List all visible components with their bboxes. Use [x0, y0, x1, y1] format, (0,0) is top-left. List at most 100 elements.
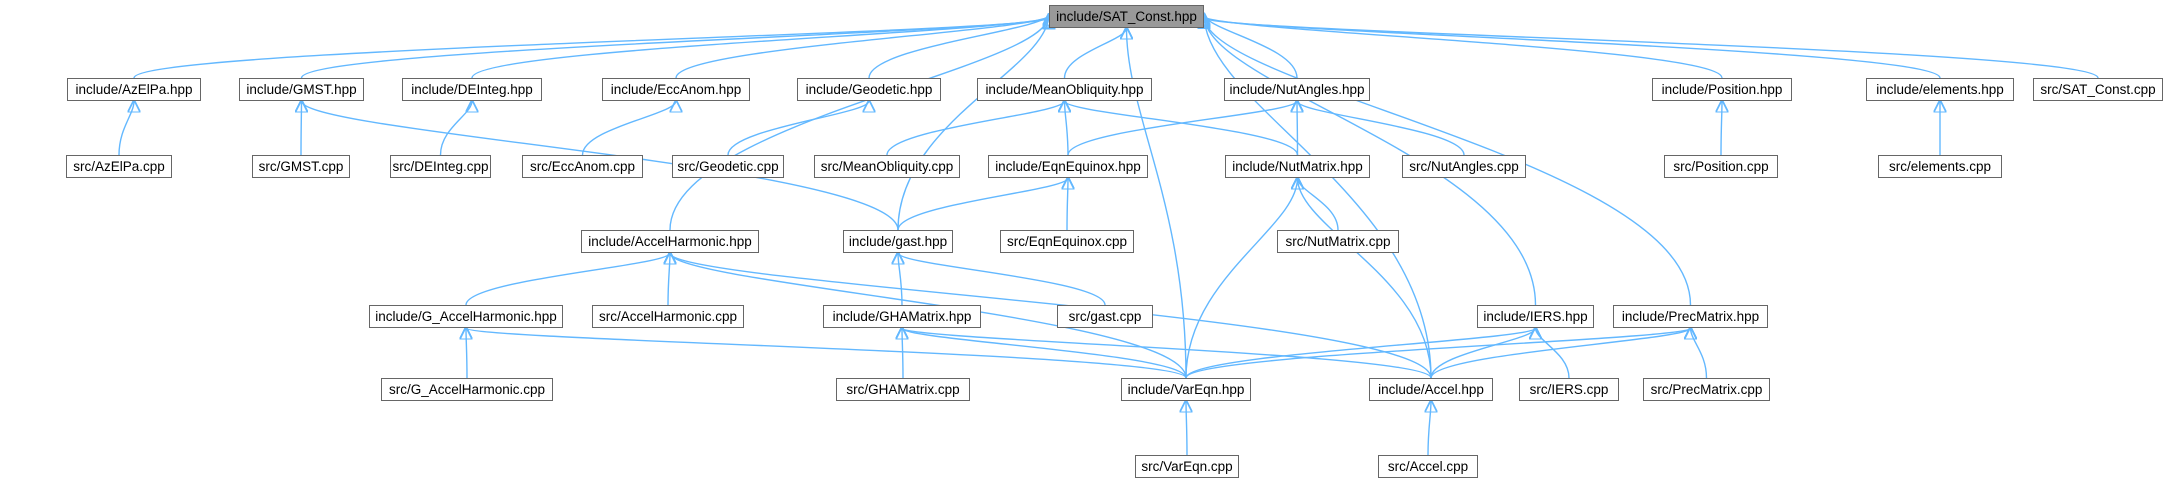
node-include-meanobliquity-hpp[interactable]: include/MeanObliquity.hpp — [977, 78, 1152, 101]
node-include-elements-hpp[interactable]: include/elements.hpp — [1866, 78, 2014, 101]
node-label: src/SAT_Const.cpp — [2040, 82, 2156, 97]
edge-nutmatrix_c-to-nutmatrix_h — [1298, 178, 1339, 231]
node-src-deinteg-cpp[interactable]: src/DEInteg.cpp — [390, 155, 491, 178]
node-src-vareqn-cpp[interactable]: src/VarEqn.cpp — [1135, 455, 1239, 478]
node-include-accel-hpp[interactable]: include/Accel.hpp — [1369, 378, 1493, 401]
edge-nutangles_c-to-nutangles_h — [1297, 101, 1465, 156]
node-label: include/MeanObliquity.hpp — [985, 82, 1144, 97]
node-label: include/Geodetic.hpp — [805, 82, 933, 97]
edge-position_h-to-root — [1204, 16, 1723, 79]
node-src-iers-cpp[interactable]: src/IERS.cpp — [1519, 378, 1619, 401]
edge-eqnequinox_h-to-nutangles_h — [1067, 101, 1297, 156]
edge-azelpa_h-to-root — [133, 18, 1049, 79]
node-src-gast-cpp[interactable]: src/gast.cpp — [1057, 305, 1153, 328]
node-src-nutangles-cpp[interactable]: src/NutAngles.cpp — [1402, 155, 1526, 178]
node-src-azelpa-cpp[interactable]: src/AzElPa.cpp — [66, 155, 172, 178]
node-label: include/Accel.hpp — [1378, 382, 1484, 397]
node-src-accel-cpp[interactable]: src/Accel.cpp — [1378, 455, 1478, 478]
edge-gast_c-to-gast_h — [898, 253, 1106, 306]
node-include-ghamatrix-hpp[interactable]: include/GHAMatrix.hpp — [823, 305, 981, 328]
node-label: src/MeanObliquity.cpp — [820, 159, 954, 174]
node-src-geodetic-cpp[interactable]: src/Geodetic.cpp — [672, 155, 784, 178]
edge-vareqn_c-to-vareqn_h — [1186, 401, 1187, 456]
node-src-position-cpp[interactable]: src/Position.cpp — [1664, 155, 1778, 178]
node-label: src/NutMatrix.cpp — [1285, 234, 1391, 249]
node-label: src/DEInteg.cpp — [392, 159, 489, 174]
edge-accelharm_h-to-root — [669, 15, 1049, 231]
node-label: src/AzElPa.cpp — [73, 159, 165, 174]
node-include-precmatrix-hpp[interactable]: include/PrecMatrix.hpp — [1613, 305, 1768, 328]
node-include-sat-const-hpp[interactable]: include/SAT_Const.hpp — [1049, 5, 1204, 28]
edge-iers_c-to-iers_h — [1536, 328, 1570, 379]
edge-accel_h-to-nutmatrix_h — [1298, 178, 1432, 379]
node-label: src/AccelHarmonic.cpp — [598, 309, 738, 324]
node-label: include/AccelHarmonic.hpp — [588, 234, 752, 249]
node-label: include/gast.hpp — [848, 234, 948, 249]
node-include-eccanom-hpp[interactable]: include/EccAnom.hpp — [602, 78, 750, 101]
node-include-accelharmonic-hpp[interactable]: include/AccelHarmonic.hpp — [581, 230, 759, 253]
node-label: src/Geodetic.cpp — [677, 159, 779, 174]
edge-iers_h-to-root — [1204, 15, 1537, 306]
edge-gast_h-to-gmst_h — [302, 101, 899, 231]
node-src-ghamatrix-cpp[interactable]: src/GHAMatrix.cpp — [836, 378, 970, 401]
node-src-nutmatrix-cpp[interactable]: src/NutMatrix.cpp — [1277, 230, 1399, 253]
node-label: include/NutAngles.hpp — [1229, 82, 1365, 97]
node-src-sat-const-cpp[interactable]: src/SAT_Const.cpp — [2033, 78, 2163, 101]
node-include-position-hpp[interactable]: include/Position.hpp — [1652, 78, 1792, 101]
node-label: src/PrecMatrix.cpp — [1650, 382, 1763, 397]
edge-vareqn_h-to-accelharm_h — [670, 253, 1187, 379]
node-include-g-accelharmonic-hpp[interactable]: include/G_AccelHarmonic.hpp — [369, 305, 563, 328]
node-src-gmst-cpp[interactable]: src/GMST.cpp — [252, 155, 350, 178]
node-label: include/NutMatrix.hpp — [1232, 159, 1363, 174]
node-include-gast-hpp[interactable]: include/gast.hpp — [843, 230, 953, 253]
node-include-geodetic-hpp[interactable]: include/Geodetic.hpp — [797, 78, 941, 101]
node-label: src/G_AccelHarmonic.cpp — [388, 382, 546, 397]
node-label: src/EqnEquinox.cpp — [1006, 234, 1128, 249]
node-label: include/Position.hpp — [1661, 82, 1783, 97]
edge-nutmatrix_h-to-nutangles_h — [1297, 101, 1298, 156]
edge-gmst_c-to-gmst_h — [301, 101, 302, 156]
node-label: include/elements.hpp — [1876, 82, 2004, 97]
node-label: include/G_AccelHarmonic.hpp — [375, 309, 557, 324]
edge-meanobl_c-to-meanobl_h — [886, 101, 1065, 156]
node-include-eqnequinox-hpp[interactable]: include/EqnEquinox.hpp — [988, 155, 1148, 178]
node-include-nutmatrix-hpp[interactable]: include/NutMatrix.hpp — [1225, 155, 1370, 178]
edge-gast_h-to-root — [897, 14, 1049, 231]
node-label: include/AzElPa.hpp — [75, 82, 193, 97]
node-src-accelharmonic-cpp[interactable]: src/AccelHarmonic.cpp — [592, 305, 744, 328]
node-label: src/gast.cpp — [1068, 309, 1142, 324]
node-include-nutangles-hpp[interactable]: include/NutAngles.hpp — [1224, 78, 1370, 101]
node-include-deinteg-hpp[interactable]: include/DEInteg.hpp — [402, 78, 542, 101]
edge-meanobl_h-to-root — [1063, 28, 1127, 79]
node-include-iers-hpp[interactable]: include/IERS.hpp — [1477, 305, 1594, 328]
node-label: include/GMST.hpp — [246, 82, 357, 97]
node-src-g-accelharmonic-cpp[interactable]: src/G_AccelHarmonic.cpp — [381, 378, 553, 401]
node-include-vareqn-hpp[interactable]: include/VarEqn.hpp — [1121, 378, 1251, 401]
edge-vareqn_h-to-nutmatrix_h — [1185, 178, 1298, 379]
node-include-azelpa-hpp[interactable]: include/AzElPa.hpp — [67, 78, 201, 101]
node-src-meanobliquity-cpp[interactable]: src/MeanObliquity.cpp — [814, 155, 960, 178]
node-src-eccanom-cpp[interactable]: src/EccAnom.cpp — [522, 155, 643, 178]
node-label: src/NutAngles.cpp — [1409, 159, 1519, 174]
edge-vareqn_h-to-gaccelharm_h — [466, 328, 1187, 379]
edge-accel_h-to-accelharm_h — [670, 253, 1432, 379]
node-src-elements-cpp[interactable]: src/elements.cpp — [1878, 155, 2002, 178]
node-src-precmatrix-cpp[interactable]: src/PrecMatrix.cpp — [1643, 378, 1770, 401]
node-src-eqnequinox-cpp[interactable]: src/EqnEquinox.cpp — [1000, 230, 1134, 253]
node-label: src/GHAMatrix.cpp — [846, 382, 960, 397]
node-label: src/EccAnom.cpp — [529, 159, 636, 174]
node-label: src/elements.cpp — [1888, 159, 1992, 174]
edge-geodetic_c-to-geodetic_h — [727, 101, 869, 156]
edge-ghamatrix_h-to-gast_h — [898, 253, 902, 306]
edge-vareqn_h-to-precmatrix_h — [1185, 328, 1691, 379]
edge-gaccelharm_h-to-accelharm_h — [465, 253, 670, 306]
node-label: src/IERS.cpp — [1529, 382, 1609, 397]
node-include-gmst-hpp[interactable]: include/GMST.hpp — [239, 78, 364, 101]
node-label: include/SAT_Const.hpp — [1056, 9, 1197, 24]
edge-vareqn_h-to-ghamatrix_h — [902, 328, 1187, 379]
edge-eccanom_h-to-root — [675, 15, 1049, 79]
edge-vareqn_h-to-root — [1127, 28, 1187, 379]
edge-accel_h-to-precmatrix_h — [1430, 328, 1691, 379]
edge-vareqn_h-to-iers_h — [1185, 328, 1536, 379]
